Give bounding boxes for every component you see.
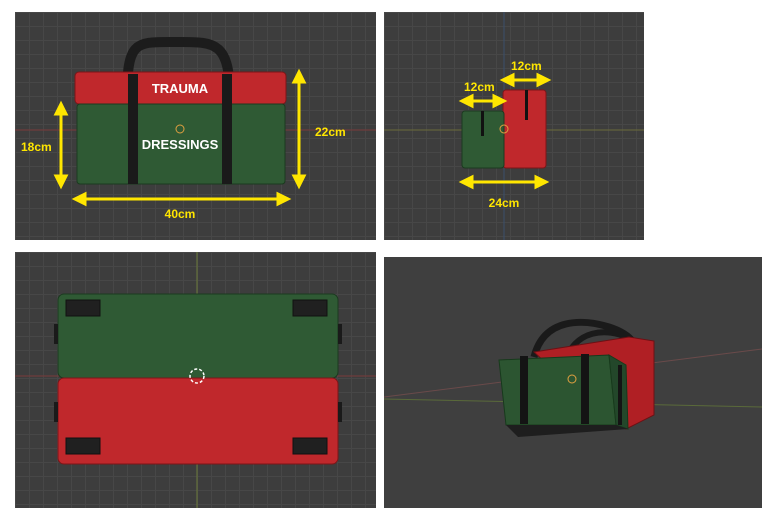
strap-front-right: [581, 354, 589, 424]
bag-strap-left: [128, 74, 138, 184]
viewport-front[interactable]: TRAUMA DRESSINGS 40cm 18cm 22cm: [15, 12, 376, 240]
strap-slot-red: [525, 90, 528, 120]
depth-total-arrow: [458, 174, 550, 190]
origin-marker: [175, 124, 185, 134]
total-height-dimension-label: 22cm: [315, 125, 346, 139]
side-view-canvas: 12cm 12cm 24cm: [384, 12, 644, 240]
bag-side-red: [502, 89, 547, 169]
bag-base-shadow: [506, 425, 628, 437]
depth-left-arrow: [458, 93, 508, 109]
height-dimension-arrow: [53, 100, 69, 190]
depth-left-label: 12cm: [464, 80, 495, 94]
foot-bottom-right: [292, 437, 328, 455]
dressings-label: DRESSINGS: [142, 137, 219, 152]
strap-front-left: [520, 356, 528, 424]
viewport-side[interactable]: 12cm 12cm 24cm: [384, 12, 644, 240]
strap-slot-green: [481, 111, 484, 136]
width-dimension-arrow: [71, 191, 292, 207]
depth-right-arrow: [499, 72, 552, 88]
bag-strap-right: [222, 74, 232, 184]
foot-bottom-left: [65, 437, 101, 455]
top-view-canvas: [15, 252, 376, 508]
origin-marker: [189, 368, 205, 384]
origin-marker: [499, 124, 509, 134]
bag-green-front: [498, 354, 617, 426]
strap-side: [618, 365, 622, 425]
foot-top-left: [65, 299, 101, 317]
side-clip-left-top: [54, 324, 58, 344]
perspective-view-canvas: [384, 318, 762, 437]
side-clip-left-bottom: [54, 402, 58, 422]
foot-top-right: [292, 299, 328, 317]
front-view-canvas: TRAUMA DRESSINGS 40cm 18cm 22cm: [15, 36, 376, 221]
side-clip-right-bottom: [338, 402, 342, 422]
viewport-top[interactable]: [15, 252, 376, 508]
height-dimension-label: 18cm: [21, 140, 52, 154]
bag-handle: [122, 36, 235, 101]
viewport-perspective[interactable]: [384, 257, 762, 508]
depth-total-label: 24cm: [489, 196, 520, 210]
width-dimension-label: 40cm: [165, 207, 196, 221]
total-height-dimension-arrow: [291, 68, 307, 190]
side-clip-right-top: [338, 324, 342, 344]
depth-right-label: 12cm: [511, 59, 542, 73]
trauma-label: TRAUMA: [152, 81, 209, 96]
origin-marker: [567, 374, 577, 384]
